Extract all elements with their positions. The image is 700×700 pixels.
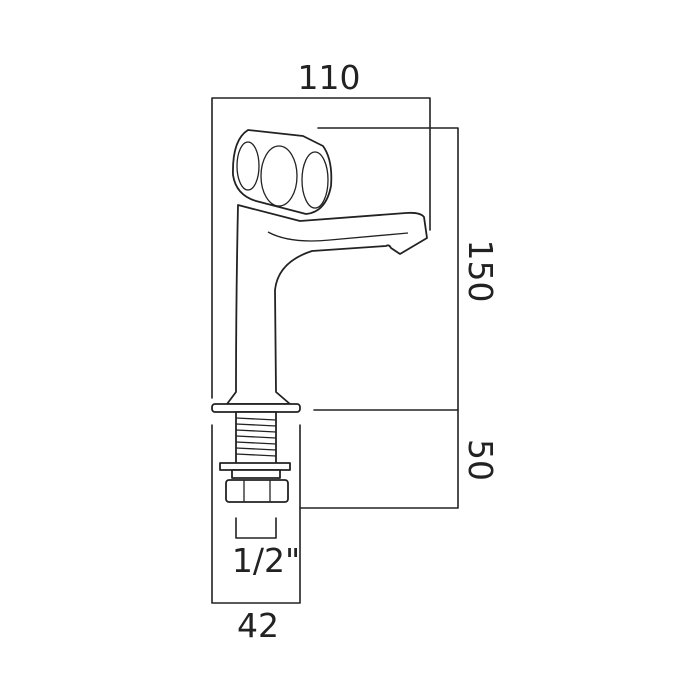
backnut [225,469,289,503]
dimension-line-42 [211,424,301,604]
dimension-label-42: 42 [237,606,279,645]
dimension-label-150: 150 [461,240,500,303]
handle-lobe-middle [260,145,298,207]
tap-body [226,204,428,405]
handle-lobe-right [301,151,329,209]
dimension-line-150 [313,127,459,411]
dimension-label-50: 50 [461,439,500,481]
tap-handle [232,129,333,215]
dimension-line-50 [299,409,459,509]
dimension-label-110: 110 [298,58,361,97]
washer [219,462,291,471]
dimension-line-110 [211,97,431,399]
threaded-shank [235,411,277,465]
dimension-label-thread: 1/2" [232,541,300,580]
handle-lobe-left [236,141,260,191]
spout-outline [267,231,409,242]
pipe-outline [235,517,277,539]
base-flange [211,403,301,413]
